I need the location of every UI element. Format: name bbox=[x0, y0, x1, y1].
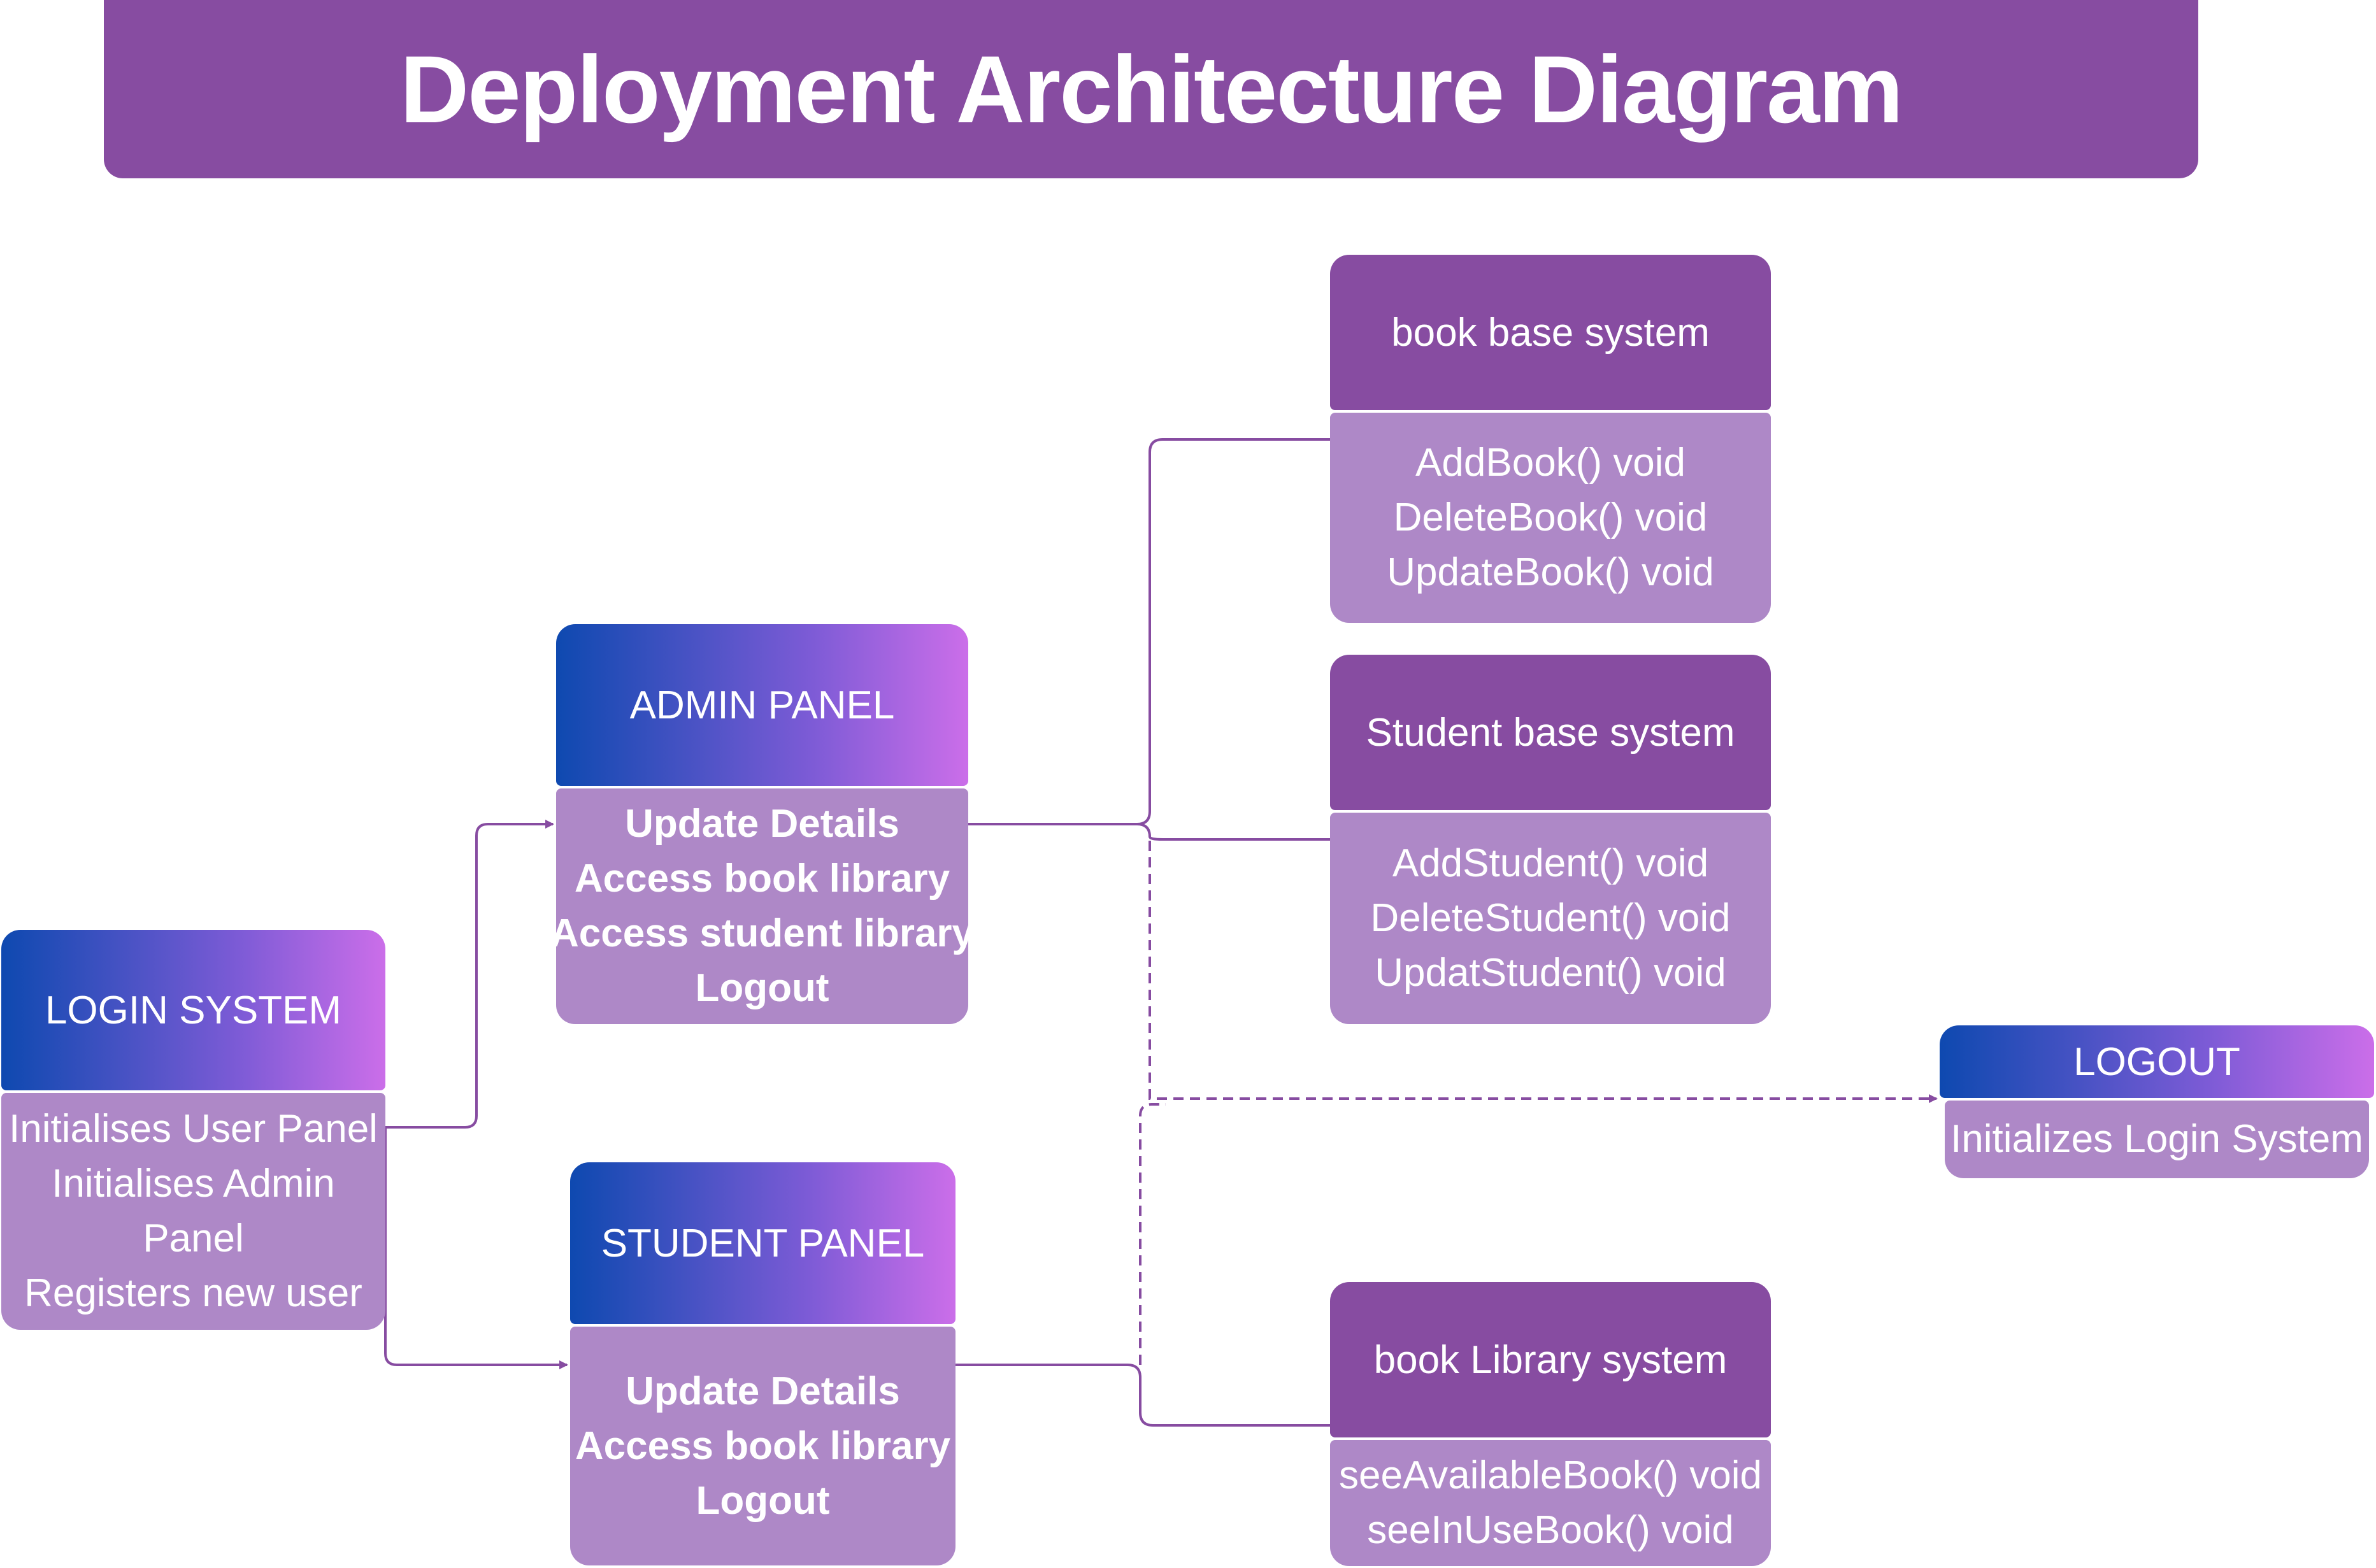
book-library-system-body: seeAvailableBook() void seeInUseBook() v… bbox=[1330, 1440, 1771, 1566]
student-base-line-2: DeleteStudent() void bbox=[1370, 896, 1731, 940]
admin-panel-header: ADMIN PANEL bbox=[556, 624, 968, 786]
student-base-system-body: AddStudent() void DeleteStudent() void U… bbox=[1330, 813, 1771, 1024]
book-base-system-body: AddBook() void DeleteBook() void UpdateB… bbox=[1330, 413, 1771, 623]
book-library-line-2: seeInUseBook() void bbox=[1367, 1508, 1734, 1552]
student-base-system-header: Student base system bbox=[1330, 655, 1771, 810]
connector-admin-logout bbox=[1149, 841, 1938, 1103]
book-library-line-1: seeAvailableBook() void bbox=[1338, 1453, 1763, 1497]
login-line-2: Initialises Admin bbox=[52, 1162, 335, 1206]
login-system-body: Initialises User Panel Initialises Admin… bbox=[1, 1093, 385, 1330]
logout-body: Initializes Login System bbox=[1945, 1101, 2369, 1178]
login-line-1: Initialises User Panel bbox=[9, 1107, 378, 1151]
book-base-line-1: AddBook() void bbox=[1415, 441, 1685, 485]
admin-panel-title: ADMIN PANEL bbox=[629, 683, 895, 727]
connector-login-student bbox=[384, 1127, 568, 1369]
student-panel-title: STUDENT PANEL bbox=[601, 1221, 925, 1265]
connector-admin-studentbase bbox=[1136, 823, 1330, 841]
login-line-4: Registers new user bbox=[24, 1271, 362, 1315]
login-system-header: LOGIN SYSTEM bbox=[1, 930, 385, 1090]
book-library-system-title: book Library system bbox=[1373, 1337, 1728, 1382]
student-panel-header: STUDENT PANEL bbox=[570, 1162, 955, 1324]
student-line-2: Access book library bbox=[575, 1423, 951, 1468]
book-library-system-header: book Library system bbox=[1330, 1282, 1771, 1437]
admin-line-4: Logout bbox=[695, 966, 829, 1010]
admin-line-2: Access book library bbox=[574, 857, 950, 901]
student-base-system-title: Student base system bbox=[1366, 710, 1735, 755]
logout-line-1: Initializes Login System bbox=[1950, 1117, 2363, 1161]
student-line-3: Logout bbox=[696, 1478, 830, 1523]
login-line-3: Panel bbox=[143, 1216, 244, 1260]
student-base-line-1: AddStudent() void bbox=[1392, 841, 1709, 885]
connector-login-admin bbox=[385, 820, 554, 1129]
logout-title: LOGOUT bbox=[2073, 1039, 2240, 1084]
admin-panel-body: Update Details Access book library Acces… bbox=[550, 788, 974, 1024]
diagram-title: Deployment Architecture Diagram bbox=[399, 35, 1903, 143]
book-base-system-header: book base system bbox=[1330, 255, 1771, 410]
title-banner: Deployment Architecture Diagram bbox=[104, 0, 2198, 178]
admin-line-3: Access student library bbox=[550, 911, 975, 955]
student-panel-body: Update Details Access book library Logou… bbox=[570, 1327, 955, 1565]
book-base-line-2: DeleteBook() void bbox=[1393, 495, 1708, 539]
student-line-1: Update Details bbox=[626, 1369, 900, 1413]
admin-line-1: Update Details bbox=[625, 802, 899, 846]
connector-admin-bookbase bbox=[968, 438, 1330, 825]
connector-student-logout bbox=[1139, 1103, 1166, 1365]
book-base-system-title: book base system bbox=[1391, 310, 1710, 355]
student-base-line-3: UpdatStudent() void bbox=[1375, 951, 1726, 995]
logout-header: LOGOUT bbox=[1940, 1025, 2374, 1098]
login-system-title: LOGIN SYSTEM bbox=[45, 988, 342, 1032]
book-base-line-3: UpdateBook() void bbox=[1387, 550, 1714, 594]
connector-student-booklibrary bbox=[955, 1364, 1330, 1427]
